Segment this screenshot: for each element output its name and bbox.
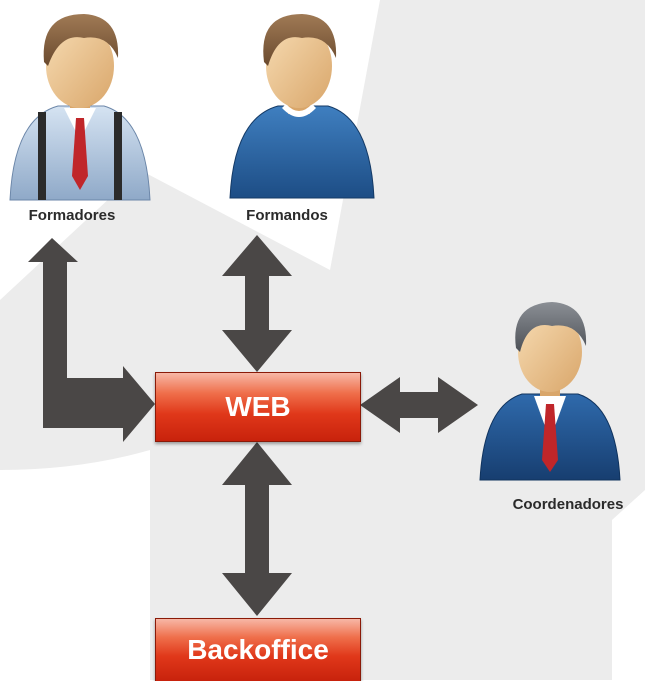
arrow-formadores-web [28,238,155,442]
man-suit-red-tie-icon [479,302,621,481]
arrow-formandos-web [222,235,292,372]
man-blue-shirt-red-tie-suspenders-icon [9,14,151,201]
arrows [28,235,478,616]
node-backoffice-box: Backoffice [155,618,361,681]
node-web-box: WEB [155,372,361,442]
node-label-formandos: Formandos [246,207,328,224]
arrow-web-backoffice [222,442,292,616]
node-label-coordenadores: Coordenadores [512,496,624,513]
man-blue-sweater-icon [229,14,375,199]
node-label-formadores: Formadores [28,207,116,224]
background-white-corner [612,490,645,680]
arrow-web-coordenadores [360,377,478,433]
background-white-wedge [0,450,150,680]
